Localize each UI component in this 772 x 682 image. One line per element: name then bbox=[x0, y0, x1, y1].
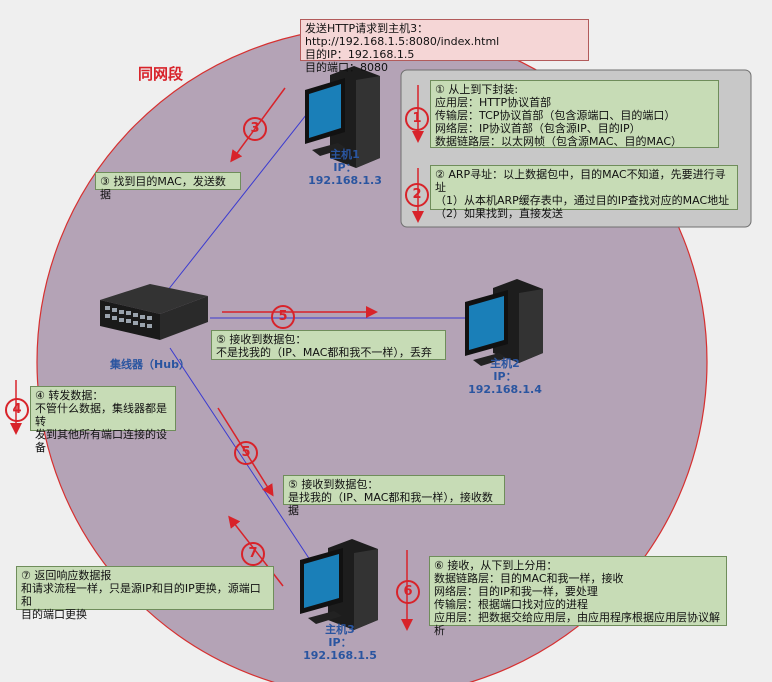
step1-marker: 1 bbox=[405, 107, 429, 131]
host3-ip: IP：192.168.1.5 bbox=[303, 636, 377, 662]
host1-name: 主机1 bbox=[330, 148, 360, 161]
host3-label: 主机3 IP：192.168.1.5 bbox=[295, 623, 385, 662]
host1-computer bbox=[305, 66, 380, 168]
host3-name: 主机3 bbox=[325, 623, 355, 636]
step7-response-box: ⑦ 返回响应数据报 和请求流程一样，只是源IP和目的IP更换，源端口和 目的端口… bbox=[16, 566, 274, 621]
step2-marker: 2 bbox=[405, 183, 429, 207]
host2-label: 主机2 IP：192.168.1.4 bbox=[460, 357, 550, 396]
step4-marker: 4 bbox=[5, 398, 29, 422]
step2-arp-box: ② ARP寻址：以上数据包中，目的MAC不知道，先要进行寻址 （1）从本机ARP… bbox=[430, 165, 738, 220]
step7-marker: 7 bbox=[241, 542, 265, 566]
http-request-box: 发送HTTP请求到主机3：http://192.168.1.5:8080/ind… bbox=[300, 19, 589, 74]
link-hub-host1 bbox=[167, 109, 311, 291]
step6-marker: 6 bbox=[396, 580, 420, 604]
step3-box: ③ 找到目的MAC，发送数据 bbox=[95, 172, 241, 201]
step5-host2-box: ⑤ 接收到数据包： 不是找我的（IP、MAC都和我不一样），丢弃 bbox=[211, 330, 446, 360]
host2-name: 主机2 bbox=[490, 357, 520, 370]
region-title: 同网段 bbox=[138, 65, 184, 83]
hub-label: 集线器（Hub） bbox=[110, 358, 190, 371]
host1-ip: IP：192.168.1.3 bbox=[308, 161, 382, 187]
step5-host3-marker: 5 bbox=[234, 441, 258, 465]
step5-host2-marker: 5 bbox=[271, 305, 295, 329]
step6-demux-box: ⑥ 接收，从下到上分用： 数据链路层：目的MAC和我一样，接收 网络层：目的IP… bbox=[429, 556, 727, 637]
step4-hub-forward-box: ④ 转发数据： 不管什么数据，集线器都是转 发到其他所有端口连接的设备 bbox=[30, 386, 176, 454]
hub-device bbox=[100, 284, 208, 340]
step5-host3-box: ⑤ 接收到数据包： 是找我的（IP、MAC都和我一样），接收数据 bbox=[283, 475, 505, 517]
host1-label: 主机1 IP：192.168.1.3 bbox=[300, 148, 390, 187]
step3-marker: 3 bbox=[243, 117, 267, 141]
host2-computer bbox=[465, 279, 543, 366]
host2-ip: IP：192.168.1.4 bbox=[468, 370, 542, 396]
step1-encapsulation-box: ① 从上到下封装: 应用层：HTTP协议首部 传输层：TCP协议首部（包含源端口… bbox=[430, 80, 719, 148]
host3-computer bbox=[300, 539, 378, 630]
